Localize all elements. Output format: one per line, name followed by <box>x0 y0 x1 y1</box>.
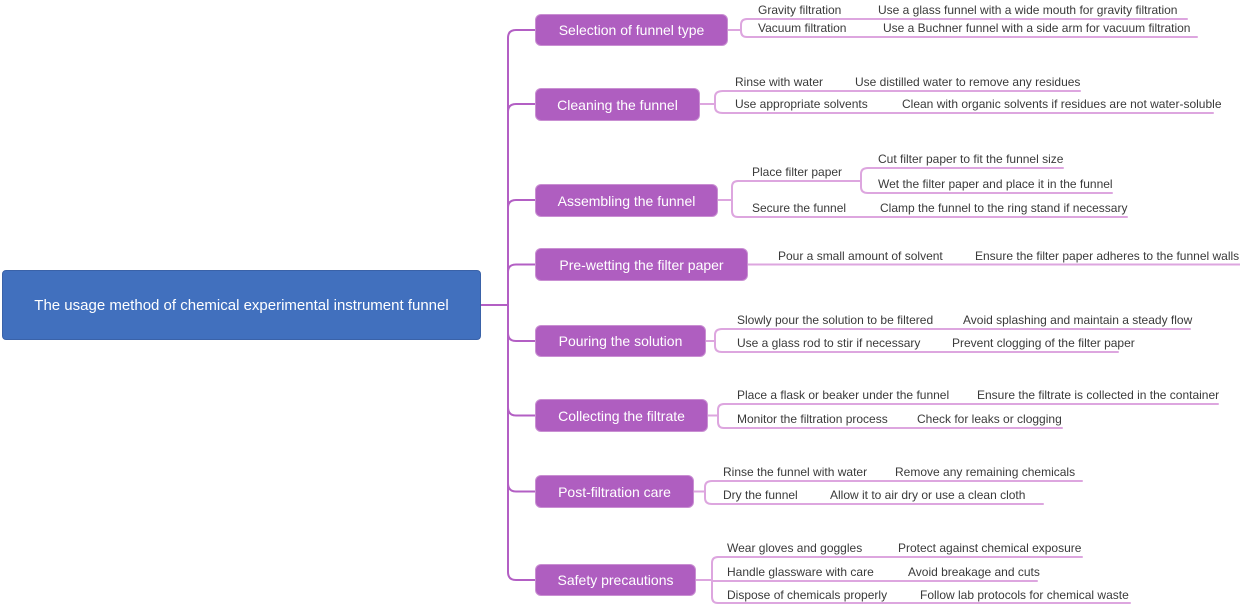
branch-connector-7 <box>507 304 536 493</box>
branch-topic-selection-of-funnel-type[interactable]: Selection of funnel type <box>535 14 728 46</box>
branch-connector-6 <box>507 304 536 417</box>
detail-topic[interactable]: Prevent clogging of the filter paper <box>952 336 1135 350</box>
twig-bracket-2 <box>714 90 724 114</box>
subtopic[interactable]: Place filter paper <box>752 165 843 179</box>
branch-topic-cleaning-the-funnel[interactable]: Cleaning the funnel <box>535 88 700 121</box>
twig-bracket-6 <box>717 403 725 429</box>
subtopic[interactable]: Use appropriate solvents <box>735 97 868 111</box>
subtopic[interactable]: Gravity filtration <box>758 3 842 17</box>
twig-bracket-3sub <box>860 167 869 194</box>
detail-topic[interactable]: Clamp the funnel to the ring stand if ne… <box>880 201 1128 215</box>
detail-topic[interactable]: Use distilled water to remove any residu… <box>855 75 1081 89</box>
branch-connector-3 <box>507 199 536 306</box>
subtopic[interactable]: Rinse the funnel with water <box>723 465 868 479</box>
subtopic[interactable]: Use a glass rod to stir if necessary <box>737 336 921 350</box>
detail-topic[interactable]: Check for leaks or clogging <box>917 412 1062 426</box>
detail-topic[interactable]: Wet the filter paper and place it in the… <box>878 177 1113 191</box>
branch-connector-2 <box>507 103 536 306</box>
twig-bracket-1 <box>740 18 748 38</box>
branch-topic-assembling-the-funnel[interactable]: Assembling the funnel <box>535 184 718 217</box>
branch-topic-collecting-the-filtrate[interactable]: Collecting the filtrate <box>535 399 708 432</box>
subtopic[interactable]: Dispose of chemicals properly <box>727 588 888 602</box>
subtopic[interactable]: Wear gloves and goggles <box>727 541 863 555</box>
detail-topic[interactable]: Follow lab protocols for chemical waste <box>920 588 1129 602</box>
twig-bracket-3 <box>731 180 739 218</box>
subtopic[interactable]: Secure the funnel <box>752 201 847 215</box>
detail-topic[interactable]: Ensure the filtrate is collected in the … <box>977 388 1220 402</box>
detail-topic[interactable]: Use a glass funnel with a wide mouth for… <box>878 3 1178 17</box>
branch-topic-post-filtration-care[interactable]: Post-filtration care <box>535 475 694 508</box>
subtopic[interactable]: Handle glassware with care <box>727 565 874 579</box>
root-topic[interactable]: The usage method of chemical experimenta… <box>2 270 481 340</box>
branch-connector-1 <box>507 29 536 306</box>
detail-topic[interactable]: Protect against chemical exposure <box>898 541 1082 555</box>
subtopic[interactable]: Place a flask or beaker under the funnel <box>737 388 950 402</box>
subtopic[interactable]: Slowly pour the solution to be filtered <box>737 313 934 327</box>
subtopic[interactable]: Rinse with water <box>735 75 824 89</box>
detail-topic[interactable]: Ensure the filter paper adheres to the f… <box>975 249 1240 263</box>
twig-bracket-5 <box>714 328 723 353</box>
branch-topic-pre-wetting-the-filter-paper[interactable]: Pre-wetting the filter paper <box>535 248 748 281</box>
detail-topic[interactable]: Allow it to air dry or use a clean cloth <box>830 488 1026 502</box>
branch-connector-5 <box>507 304 536 342</box>
branch-connector-8 <box>507 304 536 581</box>
subtopic[interactable]: Vacuum filtration <box>758 21 847 35</box>
subtopic[interactable]: Pour a small amount of solvent <box>778 249 943 263</box>
detail-topic[interactable]: Use a Buchner funnel with a side arm for… <box>883 21 1191 35</box>
detail-topic[interactable]: Cut filter paper to fit the funnel size <box>878 152 1064 166</box>
detail-topic[interactable]: Avoid splashing and maintain a steady fl… <box>963 313 1193 327</box>
subtopic[interactable]: Monitor the filtration process <box>737 412 888 426</box>
twig-bracket-7 <box>704 480 713 505</box>
branch-connector-4 <box>507 263 536 306</box>
detail-topic[interactable]: Remove any remaining chemicals <box>895 465 1076 479</box>
branch-topic-safety-precautions[interactable]: Safety precautions <box>535 564 696 596</box>
detail-topic[interactable]: Clean with organic solvents if residues … <box>902 97 1222 111</box>
branch-topic-pouring-the-solution[interactable]: Pouring the solution <box>535 325 706 357</box>
detail-topic[interactable]: Avoid breakage and cuts <box>908 565 1040 579</box>
subtopic[interactable]: Dry the funnel <box>723 488 798 502</box>
